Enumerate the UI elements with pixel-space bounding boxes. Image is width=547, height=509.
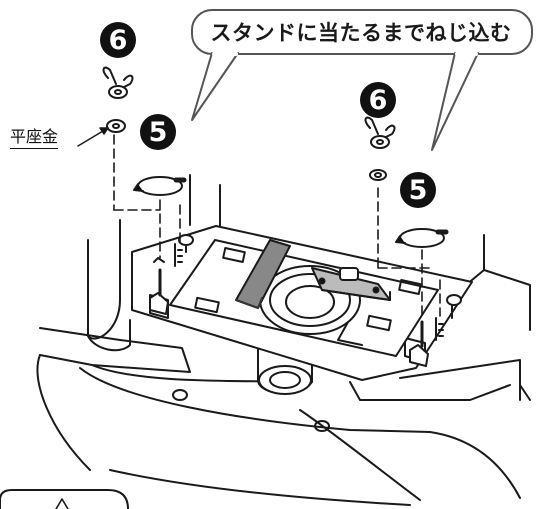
washer-left <box>106 119 126 133</box>
wing-nut-left <box>102 66 134 99</box>
rotation-arrow-right <box>395 228 449 248</box>
wing-nut-right <box>364 116 396 149</box>
washer-leader <box>77 127 109 147</box>
step-5-badge-left: 5 <box>140 114 176 150</box>
step-5-badge-right: 5 <box>400 172 436 208</box>
guide-lines <box>113 134 441 321</box>
callout-bubble <box>191 9 533 151</box>
washer-right <box>369 169 387 181</box>
flat-washer-label: 平座金 <box>10 123 59 149</box>
caution-tab <box>0 489 129 509</box>
rotation-arrow-left <box>133 176 187 196</box>
right-stand <box>349 234 531 401</box>
step-6-badge-right: 6 <box>360 82 396 118</box>
left-screw <box>149 234 194 315</box>
right-screw <box>409 294 462 367</box>
front-roller <box>257 339 313 395</box>
step-6-badge-left: 6 <box>100 22 136 58</box>
callout-text: スタンドに当たるまでねじ込む <box>210 21 512 45</box>
left-arm <box>87 174 221 352</box>
spirit-level <box>235 239 391 309</box>
